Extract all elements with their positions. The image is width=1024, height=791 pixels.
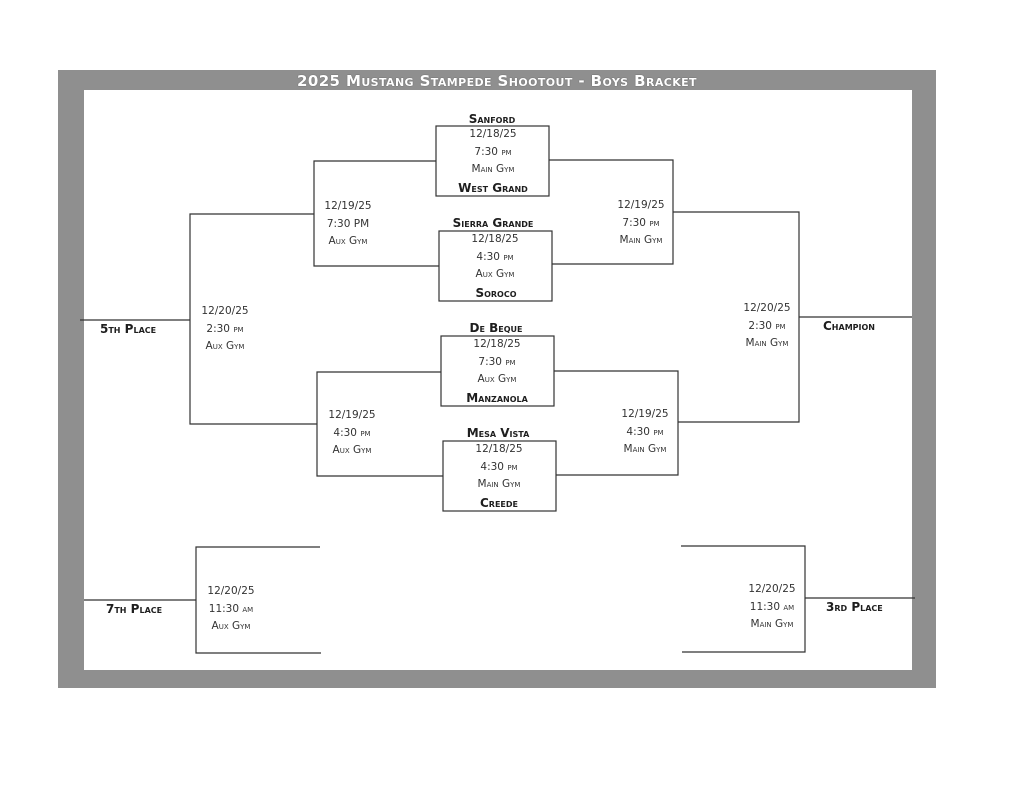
seventh-place-date: 12/20/25 [207,585,255,597]
championship-game-info: 12/20/25 2:30 pm Main Gym [722,300,812,353]
semi-right-bottom-venue: Main Gym [623,443,667,455]
qf2-venue: Aux Gym [475,268,515,280]
championship-date: 12/20/25 [743,302,791,314]
team-mesa-vista: Mesa Vista [466,426,530,440]
qf4-time: 4:30 pm [480,460,518,473]
semi-right-bottom-info: 12/19/25 4:30 pm Main Gym [600,406,690,459]
semi-right-top-info: 12/19/25 7:30 pm Main Gym [596,197,686,250]
championship-time: 2:30 pm [748,319,786,332]
qf2-game-info: 12/18/25 4:30 pm Aux Gym [450,231,540,284]
qf3-game-info: 12/18/25 7:30 pm Aux Gym [452,336,542,389]
bracket-title: 2025 Mustang Stampede Shootout - Boys Br… [297,72,697,90]
qf3-time: 7:30 pm [478,355,516,368]
third-place-label: 3rd Place [826,600,883,614]
semi-left-top-date: 12/19/25 [324,200,372,212]
third-place-date: 12/20/25 [748,583,796,595]
semi-right-bottom-date: 12/19/25 [621,408,669,420]
qf2-date: 12/18/25 [471,233,519,245]
bracket-area [84,90,912,670]
fifth-place-venue: Aux Gym [205,340,245,352]
qf3-venue: Aux Gym [477,373,517,385]
team-soroco: Soroco [475,286,517,300]
semi-right-bottom-lines [554,370,679,476]
third-place-lines [681,545,806,653]
qf4-date: 12/18/25 [475,443,523,455]
third-place-venue: Main Gym [750,618,794,630]
qf4-venue: Main Gym [477,478,521,490]
semi-left-bottom-venue: Aux Gym [332,444,372,456]
team-manzanola: Manzanola [466,391,528,405]
fifth-place-label: 5th Place [100,322,157,336]
third-place-game-info: 12/20/25 11:30 am Main Gym [727,581,817,634]
qf3-date: 12/18/25 [473,338,521,350]
qf2-time: 4:30 pm [476,250,514,263]
semi-right-top-time: 7:30 pm [622,216,660,229]
seventh-place-label: 7th Place [106,602,163,616]
qf4-game-info: 12/18/25 4:30 pm Main Gym [454,441,544,494]
semi-left-top-time: 7:30 PM [326,217,370,230]
fifth-place-game-info: 12/20/25 2:30 pm Aux Gym [180,303,270,356]
semi-left-bottom-date: 12/19/25 [328,409,376,421]
qf1-game-info: 12/18/25 7:30 pm Main Gym [448,126,538,179]
seventh-place-game-info: 12/20/25 11:30 am Aux Gym [186,583,276,636]
semi-right-top-venue: Main Gym [619,234,663,246]
team-sierra-grande: Sierra Grande [452,216,534,230]
fifth-place-time: 2:30 pm [206,322,244,335]
semi-right-bottom-time: 4:30 pm [626,425,664,438]
third-place-time: 11:30 am [749,600,795,613]
semi-left-top-info: 12/19/25 7:30 PM Aux Gym [303,198,393,251]
team-creede: Creede [479,496,518,510]
semi-right-top-date: 12/19/25 [617,199,665,211]
qf1-time: 7:30 pm [474,145,512,158]
championship-venue: Main Gym [745,337,789,349]
qf1-venue: Main Gym [471,163,515,175]
fifth-place-date: 12/20/25 [201,305,249,317]
semi-left-top-venue: Aux Gym [328,235,368,247]
seventh-place-time: 11:30 am [208,602,254,615]
champion-label: Champion [823,319,875,333]
qf1-date: 12/18/25 [469,128,517,140]
fifth-place-lines [189,213,317,425]
team-de-beque: De Beque [469,321,523,335]
seventh-place-venue: Aux Gym [211,620,251,632]
team-west-grand: West Grand [458,181,528,195]
semi-left-bottom-info: 12/19/25 4:30 pm Aux Gym [307,407,397,460]
team-sanford: Sanford [468,112,516,126]
semi-left-bottom-time: 4:30 pm [333,426,371,439]
